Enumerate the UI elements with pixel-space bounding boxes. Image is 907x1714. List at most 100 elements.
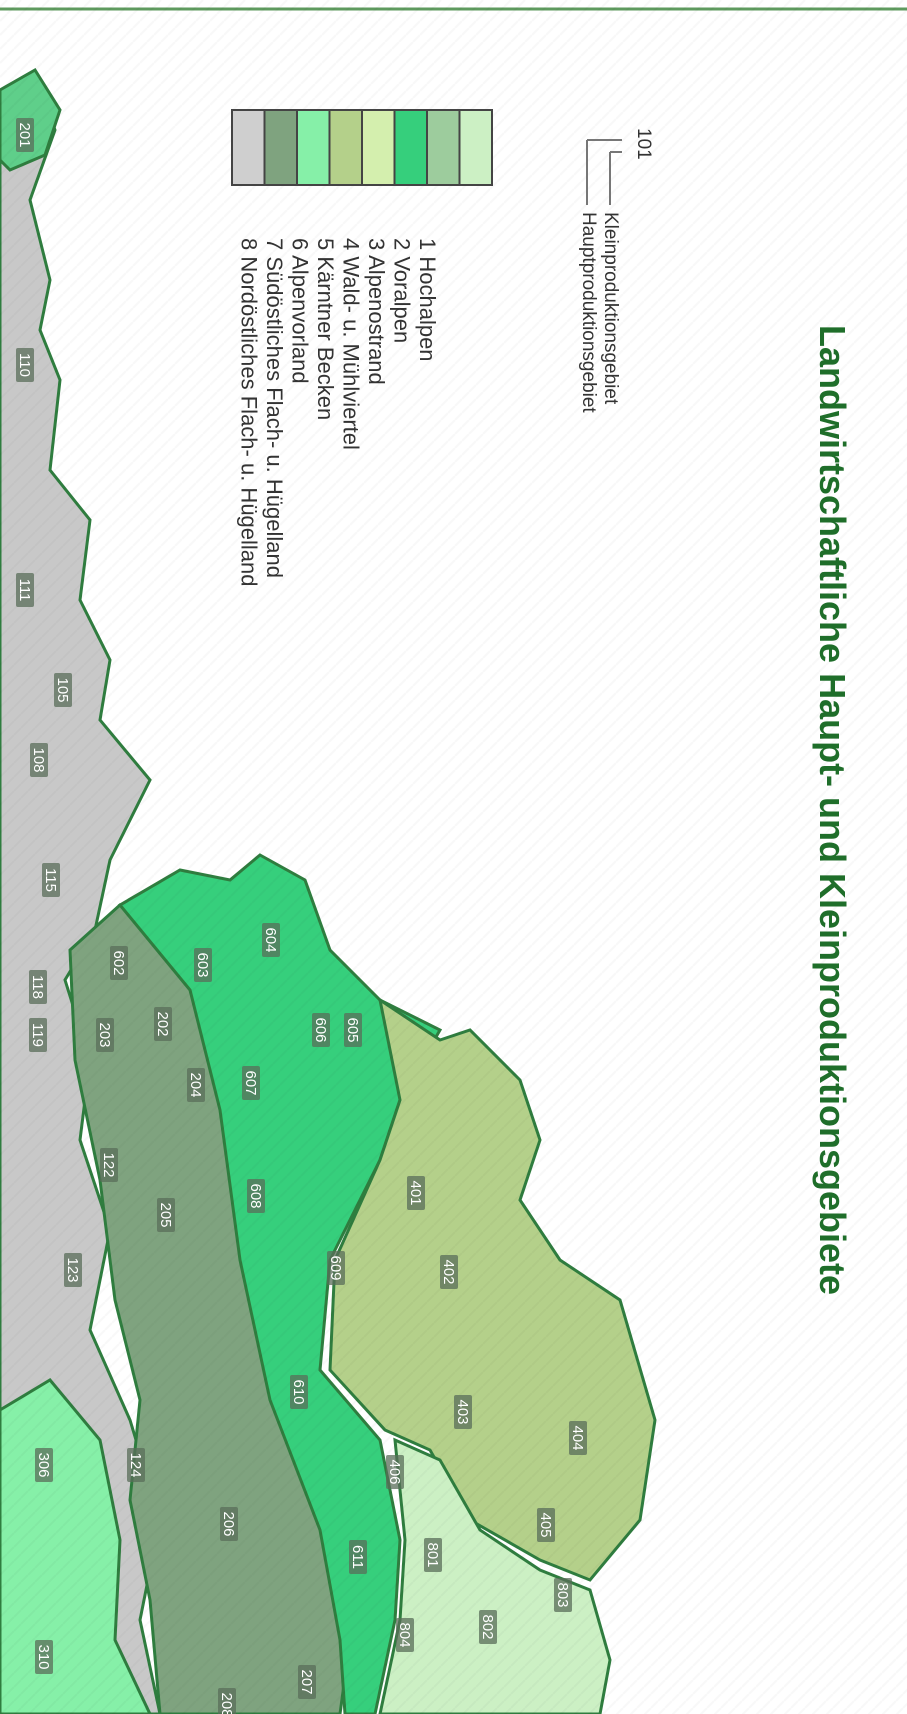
region-code-label: 406 xyxy=(386,1455,404,1489)
svg-text:108: 108 xyxy=(30,747,47,772)
legend-label: 7 Südöstliches Flach- u. Hügelland xyxy=(262,238,287,578)
region-code-label: 202 xyxy=(154,1007,172,1041)
region-code-label: 208 xyxy=(218,1688,236,1714)
legend-label: 2 Voralpen xyxy=(390,238,415,343)
region-code-label: 201 xyxy=(16,118,34,152)
region-code-label: 803 xyxy=(554,1578,572,1612)
legend-label: 1 Hochalpen xyxy=(415,238,440,362)
region-code-label: 119 xyxy=(29,1018,47,1052)
svg-text:115: 115 xyxy=(42,868,59,892)
map-title: Landwirtschaftliche Haupt- und Kleinprod… xyxy=(812,325,853,1295)
region-code-label: 603 xyxy=(194,948,212,982)
region-code-label: 115 xyxy=(42,863,60,897)
legend-swatch xyxy=(263,109,298,186)
legend-swatch xyxy=(296,109,331,186)
key-small-area: Kleinproduktionsgebiet xyxy=(600,212,621,405)
svg-text:206: 206 xyxy=(220,1511,237,1536)
svg-text:401: 401 xyxy=(407,1180,424,1205)
svg-text:105: 105 xyxy=(54,677,71,702)
legend-swatch xyxy=(361,109,396,186)
region-code-label: 105 xyxy=(54,673,72,707)
svg-text:802: 802 xyxy=(479,1614,496,1639)
region-code-label: 306 xyxy=(35,1448,53,1482)
svg-text:405: 405 xyxy=(537,1512,554,1537)
svg-text:602: 602 xyxy=(110,950,127,975)
svg-text:804: 804 xyxy=(396,1622,413,1647)
region-code-label: 604 xyxy=(262,923,280,957)
region-code-label: 207 xyxy=(298,1665,316,1699)
legend-swatch xyxy=(393,109,428,186)
region-code-label: 122 xyxy=(100,1148,118,1182)
svg-text:404: 404 xyxy=(569,1425,586,1450)
svg-text:610: 610 xyxy=(290,1379,307,1404)
key-main-area: Hauptproduktionsgebiet xyxy=(578,212,599,413)
svg-text:122: 122 xyxy=(100,1152,117,1177)
legend-swatch xyxy=(426,109,461,186)
svg-text:208: 208 xyxy=(218,1692,235,1714)
svg-text:605: 605 xyxy=(344,1017,361,1042)
region-code-label: 310 xyxy=(35,1640,53,1674)
svg-text:207: 207 xyxy=(298,1669,315,1694)
svg-text:119: 119 xyxy=(29,1023,46,1047)
svg-text:110: 110 xyxy=(16,353,33,377)
region-code-label: 610 xyxy=(290,1375,308,1409)
legend-swatch xyxy=(231,109,266,186)
region-code-label: 123 xyxy=(64,1253,82,1287)
svg-text:205: 205 xyxy=(157,1202,174,1227)
region-code-label: 602 xyxy=(110,946,128,980)
region-code-label: 608 xyxy=(247,1179,265,1213)
svg-text:203: 203 xyxy=(96,1022,113,1047)
legend-label: 4 Wald- u. Mühlviertel xyxy=(339,238,364,450)
svg-text:118: 118 xyxy=(29,975,46,999)
region-code-label: 405 xyxy=(537,1508,555,1542)
svg-text:202: 202 xyxy=(154,1011,171,1036)
region-code-label: 607 xyxy=(242,1066,260,1100)
svg-text:204: 204 xyxy=(187,1072,204,1097)
region-code-label: 401 xyxy=(407,1176,425,1210)
region-code-label: 111 xyxy=(16,573,34,607)
svg-text:124: 124 xyxy=(127,1452,144,1477)
legend-group: Landwirtschaftliche Haupt- und Kleinprod… xyxy=(231,109,853,1295)
region-code-label: 609 xyxy=(327,1251,345,1285)
region-code-labels: 201 110 111 105 108 115 118 119 122 123 124 306 310 6… xyxy=(16,118,587,1714)
svg-text:603: 603 xyxy=(194,952,211,977)
legend-swatch xyxy=(328,109,363,186)
svg-text:111: 111 xyxy=(16,579,33,602)
svg-text:607: 607 xyxy=(242,1070,259,1095)
key-symbol: 101 Kleinproduktionsgebiet Hauptprodukti… xyxy=(578,128,654,413)
svg-text:606: 606 xyxy=(312,1017,329,1042)
region-code-label: 108 xyxy=(30,743,48,777)
region-code-label: 206 xyxy=(220,1507,238,1541)
region-code-label: 203 xyxy=(96,1018,114,1052)
legend-label: 8 Nordöstliches Flach- u. Hügelland xyxy=(237,238,262,587)
svg-text:406: 406 xyxy=(386,1459,403,1484)
region-code-label: 611 xyxy=(349,1540,367,1574)
region-code-label: 606 xyxy=(312,1013,330,1047)
region-code-label: 205 xyxy=(157,1198,175,1232)
legend-label: 5 Kärntner Becken xyxy=(313,238,338,420)
region-code-label: 110 xyxy=(16,348,34,382)
svg-text:611: 611 xyxy=(349,1545,366,1569)
region-code-label: 403 xyxy=(454,1395,472,1429)
legend-swatches xyxy=(231,109,493,186)
region-code-label: 804 xyxy=(396,1618,414,1652)
legend-swatch xyxy=(458,109,493,186)
svg-text:201: 201 xyxy=(16,122,33,147)
svg-text:801: 801 xyxy=(424,1542,441,1567)
region-code-label: 605 xyxy=(344,1013,362,1047)
svg-text:609: 609 xyxy=(327,1255,344,1280)
region-code-label: 118 xyxy=(29,970,47,1004)
legend-label: 3 Alpenostrand xyxy=(364,238,389,385)
svg-text:803: 803 xyxy=(554,1582,571,1607)
svg-text:123: 123 xyxy=(64,1257,81,1282)
svg-text:608: 608 xyxy=(247,1183,264,1208)
region-code-label: 801 xyxy=(424,1538,442,1572)
key-code: 101 xyxy=(633,128,654,160)
svg-text:604: 604 xyxy=(262,927,279,952)
region-code-label: 402 xyxy=(440,1255,458,1289)
svg-text:402: 402 xyxy=(440,1259,457,1284)
legend-label: 6 Alpenvorland xyxy=(288,238,313,384)
